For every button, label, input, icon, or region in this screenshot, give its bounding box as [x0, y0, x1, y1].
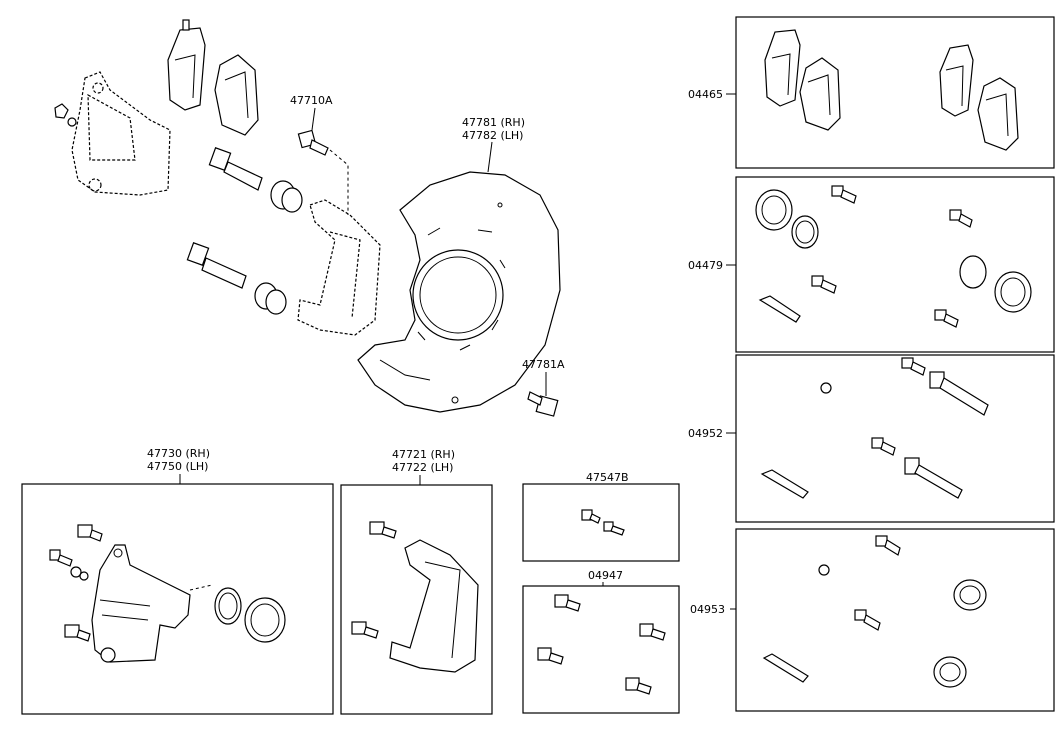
label-04465: 04465 — [688, 88, 723, 101]
bolt-icon — [369, 521, 397, 539]
label-47750-lh: 47750 (LH) — [147, 460, 208, 473]
guide-pin-upper-icon — [208, 147, 263, 191]
brake-pad-outer-icon — [214, 54, 259, 136]
bolt-icon — [625, 677, 652, 695]
label-04952: 04952 — [688, 427, 723, 440]
caliper-assembly-dashed — [71, 71, 171, 196]
label-47782-lh: 47782 (LH) — [462, 129, 523, 142]
label-04947: 04947 — [588, 569, 623, 582]
bolt-icon — [639, 623, 666, 641]
label-04479: 04479 — [688, 259, 723, 272]
caliper-support-dashed — [297, 199, 381, 336]
label-47730-rh: 47730 (RH) — [147, 447, 210, 460]
bleeder-kit-box — [522, 483, 680, 562]
boot-kit-box — [735, 528, 1055, 712]
caliper-support-icon — [389, 539, 479, 673]
bolt-icon — [64, 624, 91, 642]
label-47721-rh: 47721 (RH) — [392, 448, 455, 461]
bolt-icon — [351, 621, 379, 639]
brake-pad-inner-icon — [167, 19, 206, 111]
pin-boot-lower-icon — [254, 282, 287, 315]
label-47710a: 47710A — [290, 94, 333, 107]
bolt-kit-box — [522, 585, 680, 714]
bolt-icon — [77, 524, 103, 542]
disc-dust-cover-icon — [357, 171, 561, 413]
bolt-icon — [537, 647, 564, 665]
label-47781a: 47781A — [522, 358, 565, 371]
boot-kit-parts-icon — [762, 535, 987, 688]
repair-kit-parts-icon — [755, 185, 1032, 328]
bleeder-screw-icon — [49, 549, 89, 581]
pin-boot-upper-icon — [270, 180, 303, 213]
bleeder-plug-icon — [581, 509, 625, 536]
support-kit-box — [735, 354, 1055, 523]
label-47722-lh: 47722 (LH) — [392, 461, 453, 474]
pad-kit-box — [735, 16, 1055, 169]
caliper-body-icon — [91, 544, 191, 663]
bolt-47781a-icon — [527, 391, 559, 417]
brake-pad-set-icon — [764, 29, 1019, 151]
label-04953: 04953 — [690, 603, 725, 616]
guide-pin-kit-icon — [760, 357, 989, 499]
label-47781-rh: 47781 (RH) — [462, 116, 525, 129]
seal-ring-icon — [214, 587, 242, 625]
piston-boot-icon — [244, 597, 286, 643]
label-47547b: 47547B — [586, 471, 629, 484]
bolt-47710a-icon — [297, 129, 329, 156]
caliper-mounting-box — [340, 484, 493, 715]
caliper-cylinder-box — [21, 483, 334, 715]
small-nut-icon — [54, 103, 77, 127]
guide-pin-lower-icon — [186, 242, 247, 289]
bolt-icon — [554, 594, 581, 612]
